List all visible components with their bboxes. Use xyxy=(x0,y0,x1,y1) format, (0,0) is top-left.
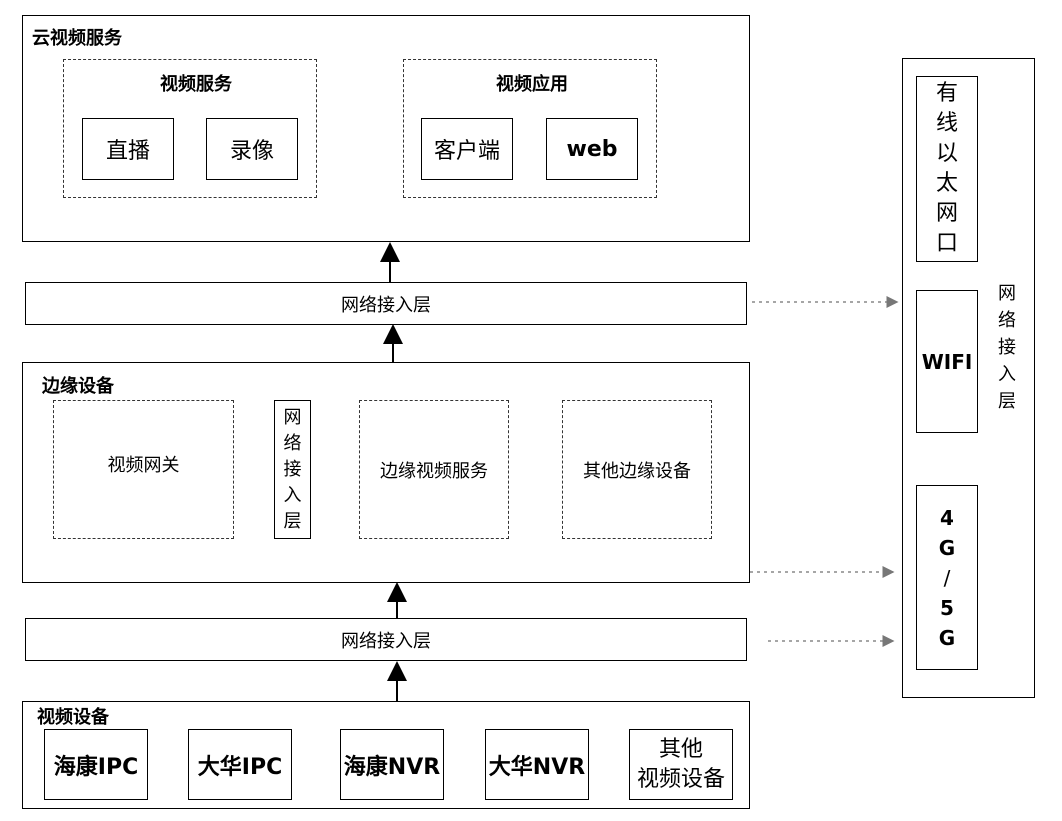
cloud-video-service-title: 云视频服务 xyxy=(32,28,122,49)
video-service-group xyxy=(63,59,317,198)
edge-network-layer-char-3: 接 xyxy=(283,458,302,480)
live-box: 直播 xyxy=(82,118,174,180)
video-app-title: 视频应用 xyxy=(496,74,568,95)
right-label-char-5: 层 xyxy=(998,390,1016,412)
edge-network-layer-char-5: 层 xyxy=(283,510,302,532)
other-video-devices-label: 其他 视频设备 xyxy=(636,736,725,792)
wired-char-6: 口 xyxy=(935,231,958,256)
edge-network-layer-box: 网 络 接 入 层 xyxy=(274,400,311,539)
video-app-group xyxy=(403,59,657,198)
mobile-char-2: G xyxy=(938,535,956,560)
dahua-ipc-box: 大华IPC xyxy=(188,729,292,800)
edge-devices-section xyxy=(22,362,750,583)
wired-char-2: 线 xyxy=(935,111,958,136)
video-gateway-label: 视频网关 xyxy=(107,455,180,476)
wifi-box: WIFI xyxy=(916,290,978,433)
recording-box: 录像 xyxy=(206,118,298,180)
wired-ethernet-box: 有 线 以 太 网 口 xyxy=(916,76,978,262)
wired-char-3: 以 xyxy=(935,141,958,166)
mobile-char-1: 4 xyxy=(940,505,954,530)
mobile-char-4: 5 xyxy=(940,595,954,620)
hikvision-ipc-box: 海康IPC xyxy=(44,729,148,800)
network-layer-bottom: 网络接入层 xyxy=(25,618,747,661)
mobile-char-5: G xyxy=(938,625,956,650)
network-layer-top: 网络接入层 xyxy=(25,282,747,325)
right-panel-label: 网 络 接 入 层 xyxy=(992,278,1022,416)
right-label-char-2: 络 xyxy=(998,309,1016,331)
client-box: 客户端 xyxy=(421,118,513,180)
video-devices-title: 视频设备 xyxy=(37,707,109,728)
edge-network-layer-char-4: 入 xyxy=(283,484,302,506)
video-gateway-box: 视频网关 xyxy=(53,400,234,539)
other-edge-devices-label: 其他边缘设备 xyxy=(583,460,691,482)
wired-char-1: 有 xyxy=(935,81,958,106)
edge-video-service-box: 边缘视频服务 xyxy=(359,400,509,539)
edge-devices-title: 边缘设备 xyxy=(42,376,114,397)
other-edge-devices-box: 其他边缘设备 xyxy=(562,400,712,539)
right-label-char-3: 接 xyxy=(998,336,1016,358)
mobile-char-3: / xyxy=(943,565,951,590)
edge-network-layer-char-1: 网 xyxy=(283,406,302,428)
other-video-devices-box: 其他 视频设备 xyxy=(629,729,733,800)
mobile-4g5g-box: 4 G / 5 G xyxy=(916,485,978,670)
dahua-nvr-box: 大华NVR xyxy=(485,729,589,800)
edge-video-service-label: 边缘视频服务 xyxy=(380,460,488,482)
web-box: web xyxy=(546,118,638,180)
wired-char-4: 太 xyxy=(935,171,958,196)
edge-network-layer-char-2: 络 xyxy=(283,432,302,454)
right-label-char-1: 网 xyxy=(998,282,1016,304)
right-label-char-4: 入 xyxy=(998,363,1016,385)
wired-char-5: 网 xyxy=(935,201,958,226)
video-service-title: 视频服务 xyxy=(160,74,232,95)
hikvision-nvr-box: 海康NVR xyxy=(340,729,444,800)
